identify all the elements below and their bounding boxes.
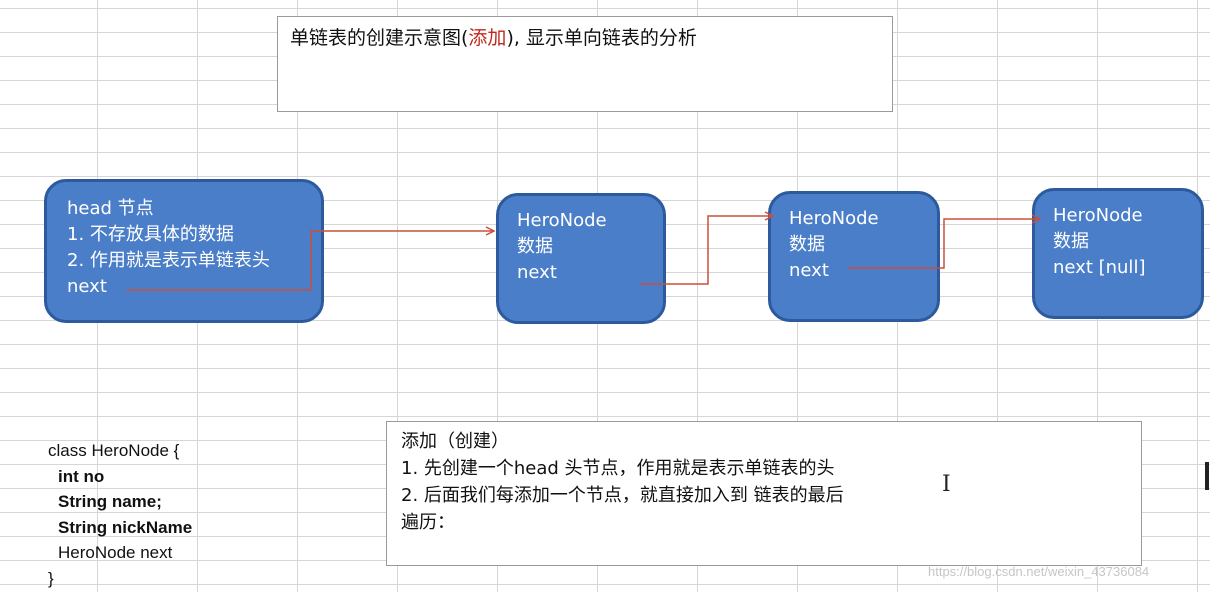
hero-node-3-data: 数据 — [1053, 231, 1089, 252]
hero-node-1-data: 数据 — [517, 236, 553, 257]
hero-node-1-next: next — [517, 262, 557, 283]
watermark-text: https://blog.csdn.net/weixin_43736084 — [928, 564, 1150, 579]
head-node-line-2: 2. 作用就是表示单链表头 — [67, 250, 270, 271]
add-box-step-2: 2. 后面我们每添加一个节点，就直接加入到 链表的最后 — [401, 485, 844, 506]
head-node-title: head 节点 — [67, 198, 154, 219]
add-box-traverse: 遍历： — [401, 512, 455, 533]
edge-bar — [1205, 462, 1209, 490]
add-box-title: 添加（创建） — [401, 431, 509, 452]
text-cursor-icon: I — [942, 472, 951, 497]
add-explanation-box: 添加（创建） 1. 先创建一个head 头节点，作用就是表示单链表的头 2. 后… — [386, 421, 1142, 566]
head-node-line-1: 1. 不存放具体的数据 — [67, 224, 234, 245]
hero-node-3: HeroNode 数据 next [null] — [1032, 188, 1204, 319]
code-line-name: String name; — [58, 492, 162, 511]
title-text-prefix: 单链表的创建示意图( — [290, 27, 469, 49]
head-node: head 节点 1. 不存放具体的数据 2. 作用就是表示单链表头 next — [44, 179, 324, 323]
add-box-step-1: 1. 先创建一个head 头节点，作用就是表示单链表的头 — [401, 458, 835, 479]
hero-node-3-next: next [null] — [1053, 257, 1146, 278]
hero-node-3-title: HeroNode — [1053, 205, 1143, 226]
title-text-highlight: 添加 — [468, 27, 507, 49]
diagram-title-box: 单链表的创建示意图(添加), 显示单向链表的分析 — [277, 16, 893, 112]
hero-node-2: HeroNode 数据 next — [768, 191, 940, 322]
code-line-nickname: String nickName — [58, 517, 193, 537]
title-text-suffix: ), 显示单向链表的分析 — [506, 27, 697, 49]
heronode-class-code: class HeroNode { int no String name; Str… — [48, 438, 192, 591]
code-line-close: } — [48, 568, 54, 588]
code-line-no: int no — [58, 466, 105, 486]
hero-node-1-title: HeroNode — [517, 210, 607, 231]
code-line-class: class HeroNode { — [48, 441, 180, 460]
hero-node-2-data: 数据 — [789, 234, 825, 255]
code-line-next: HeroNode next — [58, 543, 173, 562]
hero-node-2-title: HeroNode — [789, 208, 879, 229]
head-node-next: next — [67, 276, 107, 297]
hero-node-1: HeroNode 数据 next — [496, 193, 666, 324]
hero-node-2-next: next — [789, 260, 829, 281]
